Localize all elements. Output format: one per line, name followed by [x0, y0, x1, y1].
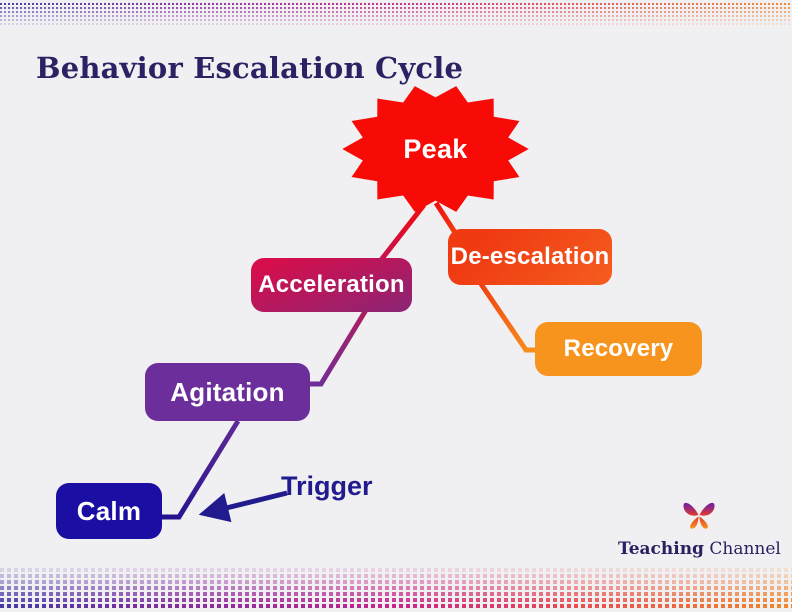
butterfly-icon	[683, 502, 715, 529]
connector-peak-deescalation	[433, 201, 459, 236]
stage-peak-label: Peak	[403, 133, 468, 164]
stage-de-escalation-label: De-escalation	[450, 243, 610, 270]
bottom-dotted-border	[0, 568, 792, 610]
connector-deescalation-recovery	[478, 282, 538, 353]
starburst-icon	[342, 86, 529, 212]
stage-recovery-label: Recovery	[563, 335, 674, 362]
logo-word-teaching: Teaching	[618, 539, 704, 559]
stage-agitation-label: Agitation	[170, 376, 285, 407]
connector-calm-agitation	[160, 419, 241, 520]
logo-word-channel: Channel	[709, 539, 781, 559]
stage-de-escalation: De-escalation	[448, 229, 612, 285]
stage-agitation: Agitation	[145, 363, 310, 421]
stage-acceleration: Acceleration	[251, 258, 412, 312]
page-title: Behavior Escalation Cycle	[36, 51, 464, 86]
stage-peak: Peak	[333, 78, 538, 220]
connector-acceleration-peak	[379, 203, 426, 262]
trigger-label: Trigger	[281, 471, 373, 501]
trigger-arrow	[198, 490, 288, 523]
stage-acceleration-label: Acceleration	[258, 271, 405, 298]
stage-calm: Calm	[56, 483, 162, 539]
stage-recovery: Recovery	[535, 322, 702, 376]
top-dotted-border	[0, 3, 792, 27]
connector-agitation-acceleration	[308, 308, 369, 387]
teaching-channel-logo: Teaching Channel	[618, 498, 781, 559]
stage-calm-label: Calm	[76, 495, 142, 526]
logo-wordmark: Teaching Channel	[618, 539, 781, 559]
